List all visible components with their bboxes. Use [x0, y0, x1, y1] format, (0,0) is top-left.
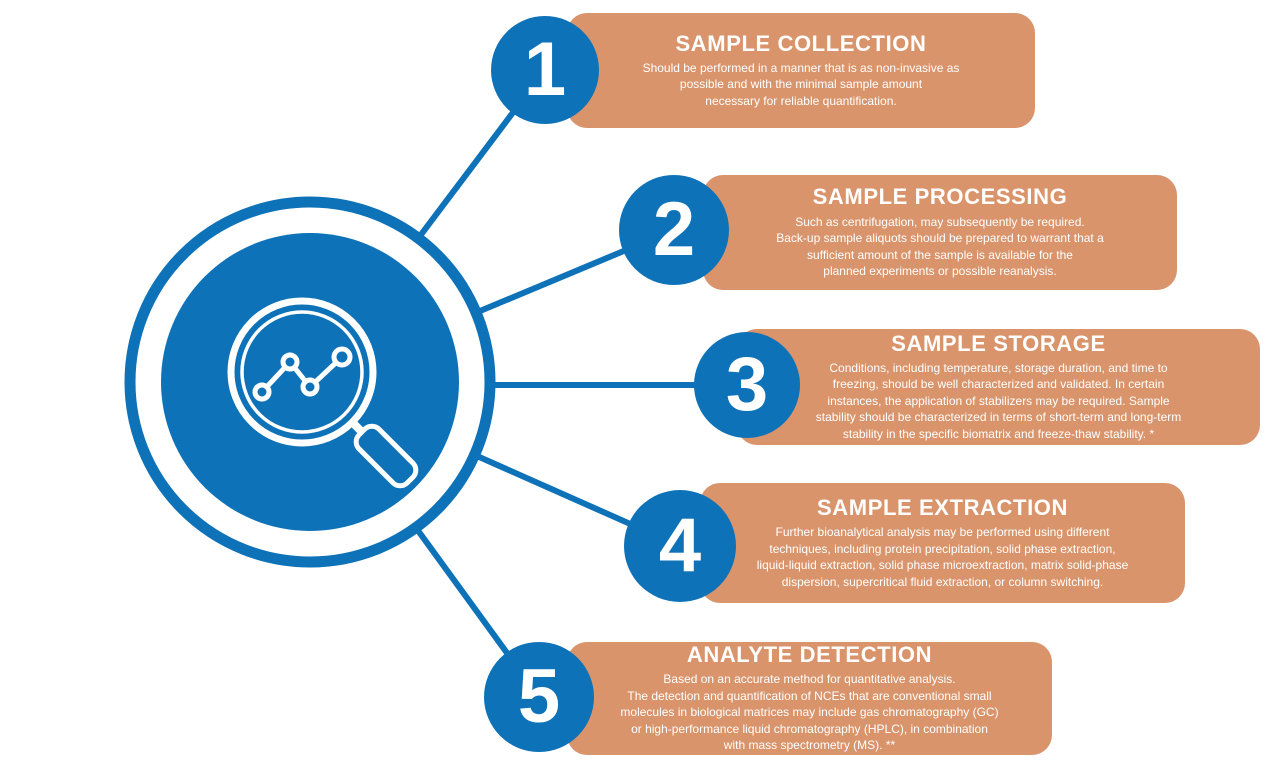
magnifier-trend-chart-icon: [227, 297, 419, 489]
step-card-analyte-detection: ANALYTE DETECTION Based on an accurate m…: [567, 642, 1052, 755]
step-number: 4: [658, 503, 702, 588]
step-number-badge-2: 2: [619, 175, 729, 285]
step-description: Conditions, including temperature, stora…: [815, 360, 1182, 441]
step-title: SAMPLE STORAGE: [891, 330, 1106, 356]
step-title: SAMPLE COLLECTION: [675, 30, 927, 56]
trend-line: [259, 354, 345, 395]
step-title: ANALYTE DETECTION: [686, 642, 933, 668]
step-title: SAMPLE EXTRACTION: [817, 494, 1068, 520]
step-number-badge-1: 1: [491, 16, 599, 124]
step-number: 5: [517, 654, 561, 739]
magnifier-handle: [353, 423, 419, 489]
trend-point: [300, 377, 320, 397]
step-number: 3: [725, 342, 769, 427]
step-number-badge-3: 3: [694, 332, 800, 438]
step-card-sample-extraction: SAMPLE EXTRACTION Further bioanalytical …: [700, 483, 1185, 603]
step-number: 1: [523, 27, 567, 112]
step-card-sample-storage: SAMPLE STORAGE Conditions, including tem…: [737, 329, 1260, 445]
step-description: Based on an accurate method for quantita…: [620, 672, 999, 753]
step-card-sample-collection: SAMPLE COLLECTION Should be performed in…: [567, 13, 1035, 128]
step-number-badge-4: 4: [624, 490, 736, 602]
step-title: SAMPLE PROCESSING: [812, 184, 1068, 210]
step-description: Further bioanalytical analysis may be pe…: [756, 525, 1129, 589]
step-description: Such as centrifugation, may subsequently…: [776, 214, 1104, 279]
trend-point: [280, 352, 300, 372]
trend-point: [331, 346, 353, 368]
step-number-badge-5: 5: [484, 642, 594, 752]
magnifier-lens-outer: [227, 297, 377, 447]
step-number: 2: [652, 187, 696, 272]
trend-point: [252, 382, 272, 402]
step-description: Should be performed in a manner that is …: [642, 60, 960, 108]
magnifier-lens-inner: [240, 310, 364, 434]
step-card-sample-processing: SAMPLE PROCESSING Such as centrifugation…: [703, 175, 1177, 290]
